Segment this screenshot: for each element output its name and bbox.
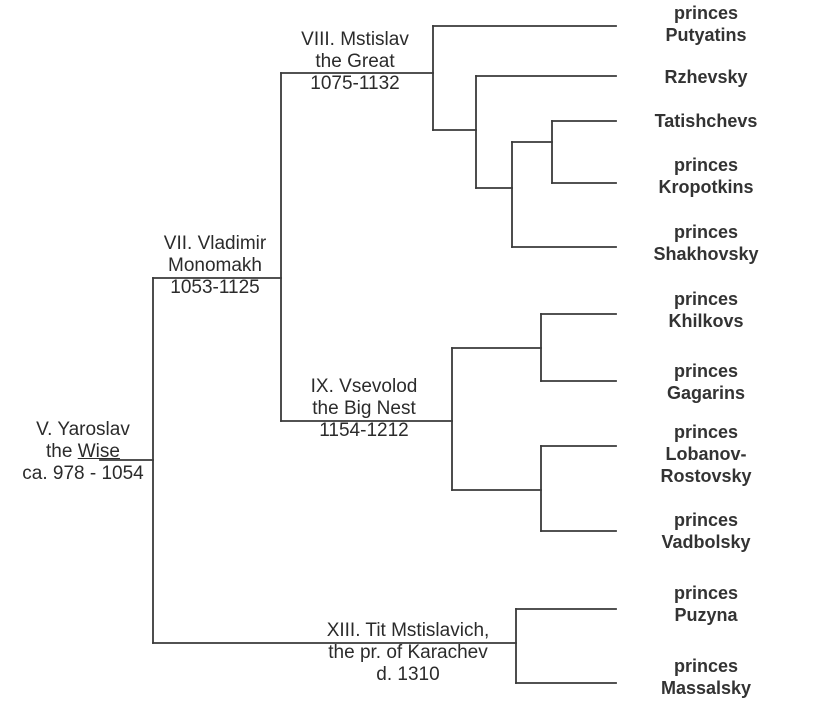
leaf-massalsky-line1: princes	[673, 656, 739, 676]
leaf-vadbolsky-line2: Vadbolsky	[661, 532, 751, 552]
leaf-shakhovsky-line1: princes	[673, 222, 739, 242]
node-vladimir-line1: VII. Vladimir	[163, 233, 267, 254]
node-mstislav: VIII. Mstislav the Great 1075-1132	[283, 29, 427, 95]
node-yaroslav: V. Yaroslav the Wise ca. 978 - 1054	[0, 419, 166, 485]
leaf-khilkovs-line1: princes	[673, 289, 739, 309]
node-tit-line3: d. 1310	[376, 664, 440, 685]
node-mstislav-line3: 1075-1132	[310, 73, 400, 94]
leaf-massalsky: princes Massalsky	[622, 655, 790, 699]
leaf-putyatins: princes Putyatins	[622, 2, 790, 46]
leaf-shakhovsky: princes Shakhovsky	[622, 221, 790, 265]
leaf-puzyna-line2: Puzyna	[674, 605, 738, 625]
node-tit-line2: the pr. of Karachev	[328, 642, 488, 663]
leaf-gagarins-line1: princes	[673, 361, 739, 381]
node-vladimir-line3: 1053-1125	[170, 277, 260, 298]
leaf-vadbolsky-line1: princes	[673, 510, 739, 530]
node-tit-line1: XIII. Tit Mstislavich,	[326, 620, 490, 641]
leaf-shakhovsky-line2: Shakhovsky	[653, 244, 759, 264]
leaf-lobanov-line1: princes	[673, 422, 739, 442]
node-vsevolod-line1: IX. Vsevolod	[310, 376, 418, 397]
leaf-khilkovs-line2: Khilkovs	[668, 311, 744, 331]
node-yaroslav-line2: the Wise	[0, 441, 166, 463]
leaf-khilkovs: princes Khilkovs	[622, 288, 790, 332]
leaf-putyatins-line2: Putyatins	[665, 25, 747, 45]
leaf-kropotkins-line1: princes	[673, 155, 739, 175]
leaf-tatishchevs: Tatishchevs	[622, 110, 790, 132]
node-yaroslav-line3: ca. 978 - 1054	[22, 463, 144, 484]
leaf-puzyna-line1: princes	[673, 583, 739, 603]
node-vsevolod-line2: the Big Nest	[312, 398, 416, 419]
node-mstislav-line2: the Great	[315, 51, 395, 72]
leaf-puzyna: princes Puzyna	[622, 582, 790, 626]
leaf-tatishchevs-line1: Tatishchevs	[654, 111, 758, 131]
node-yaroslav-line1: V. Yaroslav	[36, 419, 130, 440]
leaf-gagarins: princes Gagarins	[622, 360, 790, 404]
leaf-vadbolsky: princes Vadbolsky	[622, 509, 790, 553]
node-mstislav-line1: VIII. Mstislav	[301, 29, 409, 50]
leaf-gagarins-line2: Gagarins	[666, 383, 746, 403]
leaf-rzhevsky-line1: Rzhevsky	[664, 67, 748, 87]
node-vladimir: VII. Vladimir Monomakh 1053-1125	[143, 233, 287, 299]
leaf-lobanov-line2: Lobanov-	[665, 444, 747, 464]
leaf-massalsky-line2: Massalsky	[660, 678, 752, 698]
node-vladimir-line2: Monomakh	[168, 255, 262, 276]
node-vsevolod-line3: 1154-1212	[319, 420, 409, 441]
node-yaroslav-line2a: the	[46, 441, 78, 462]
leaf-putyatins-line1: princes	[673, 3, 739, 23]
node-tit: XIII. Tit Mstislavich, the pr. of Karach…	[306, 620, 510, 686]
leaf-lobanov: princes Lobanov- Rostovsky	[622, 421, 790, 487]
leaf-kropotkins: princes Kropotkins	[622, 154, 790, 198]
node-vsevolod: IX. Vsevolod the Big Nest 1154-1212	[289, 376, 439, 442]
leaf-kropotkins-line2: Kropotkins	[658, 177, 754, 197]
leaf-rzhevsky: Rzhevsky	[622, 66, 790, 88]
node-yaroslav-line2b: Wise	[77, 441, 120, 462]
leaf-lobanov-line3: Rostovsky	[660, 466, 752, 486]
